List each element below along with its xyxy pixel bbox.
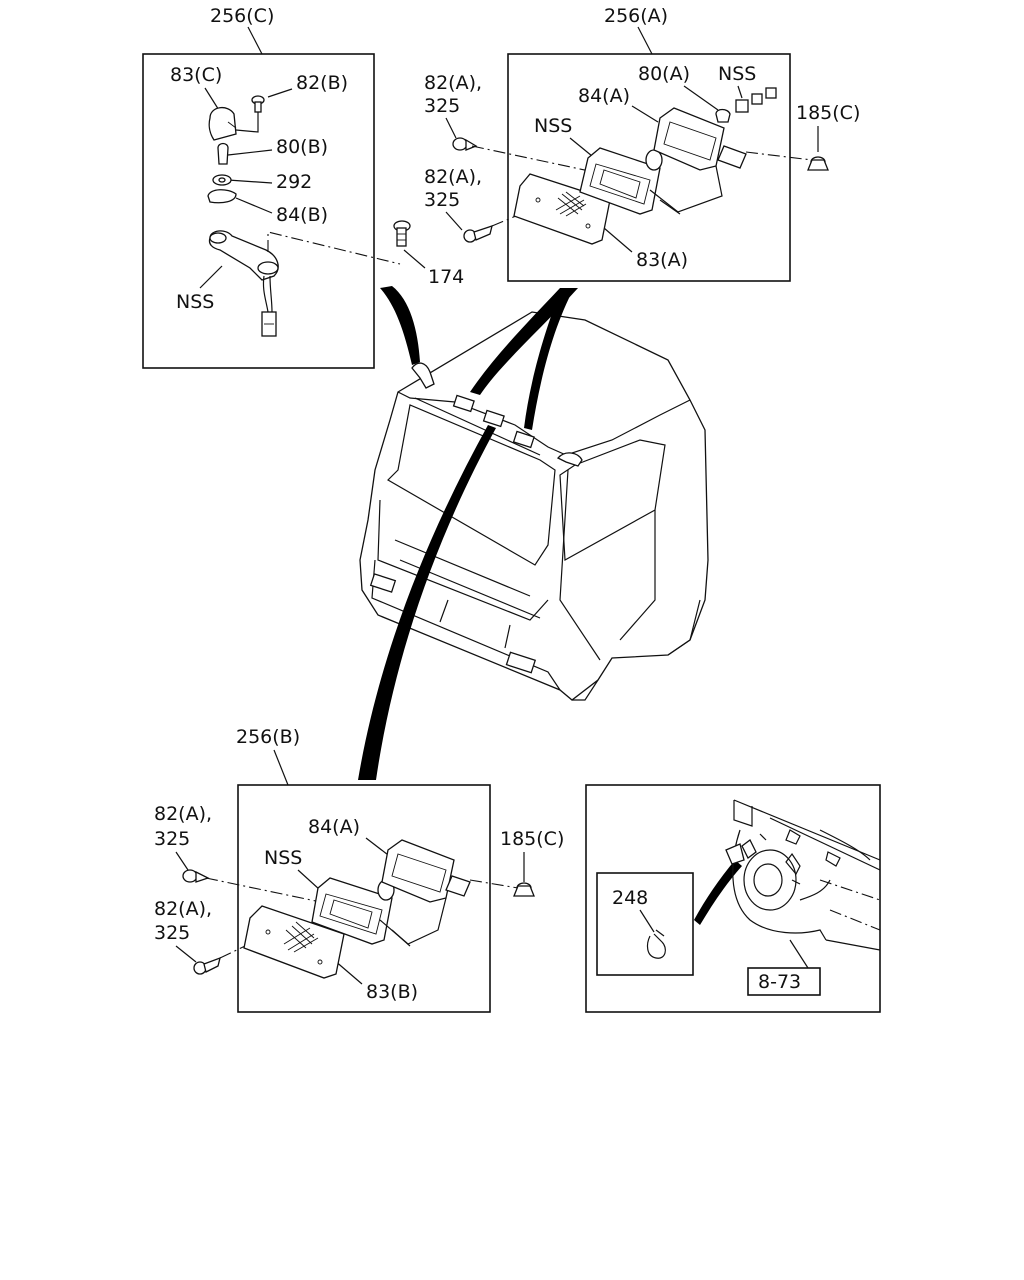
screw-82a-top-b — [182, 869, 210, 883]
callout-83c: 83(C) — [170, 64, 222, 86]
bulb-80b — [217, 142, 229, 165]
screw-82a-top — [452, 137, 478, 151]
callout-82a-top-b: 82(A), — [154, 803, 212, 825]
clamp-248 — [646, 933, 666, 959]
panel-256c: 256(C) 83(C) 82(B) 80(B) 292 84(B) NSS 1… — [142, 5, 464, 369]
callout-84b: 84(B) — [276, 204, 328, 226]
callout-82b: 82(B) — [296, 72, 348, 94]
callout-nss-c: NSS — [176, 291, 214, 313]
gasket-84a-a — [653, 107, 725, 171]
callout-nss-a2: NSS — [718, 63, 756, 85]
callout-325-top-a: 325 — [424, 95, 460, 117]
callout-83b: 83(B) — [366, 981, 418, 1003]
callout-83a: 83(A) — [636, 249, 688, 271]
callout-185c-b: 185(C) — [500, 828, 564, 850]
ref-256c-label: 256(C) — [210, 5, 274, 27]
callout-292: 292 — [276, 171, 312, 193]
gasket-84b — [207, 189, 237, 204]
callout-82a-bot-a: 82(A), — [424, 166, 482, 188]
clip-185c-b — [513, 882, 535, 897]
callout-nss-a1: NSS — [534, 115, 572, 137]
screw-82a-bottom-b — [193, 956, 221, 975]
bulb-80a — [715, 108, 731, 123]
truck-cab-illustration — [359, 311, 709, 701]
panel-256a: 256(A) 82(A), 325 82(A), 325 NSS 84(A) 8… — [424, 5, 860, 282]
callout-248: 248 — [612, 887, 648, 909]
lens-cap-83c — [208, 107, 237, 141]
leader-strokes — [358, 286, 742, 925]
bolt-174 — [393, 220, 411, 247]
lamp-housing-b — [311, 877, 393, 945]
ref-256b-label: 256(B) — [236, 726, 300, 748]
ref-256a-label: 256(A) — [604, 5, 668, 27]
clip-185c-a — [807, 156, 829, 171]
callout-nss-b: NSS — [264, 847, 302, 869]
callout-82a-bot-b: 82(A), — [154, 898, 212, 920]
screw-82b — [251, 95, 265, 113]
callout-174: 174 — [428, 266, 464, 288]
ref-8-73: 8-73 — [758, 971, 801, 993]
panel-256b: 256(B) 82(A), 325 82(A), 325 84(A) NSS 1… — [154, 726, 564, 1013]
chassis-detail — [725, 799, 881, 951]
callout-84a-b: 84(A) — [308, 816, 360, 838]
callout-84a-a: 84(A) — [578, 85, 630, 107]
screw-82a-bottom — [463, 225, 493, 243]
callout-80a: 80(A) — [638, 63, 690, 85]
callout-82a-top-a: 82(A), — [424, 72, 482, 94]
callout-185c-a: 185(C) — [796, 102, 860, 124]
callout-325-bot-a: 325 — [424, 189, 460, 211]
callout-325-top-b: 325 — [154, 828, 190, 850]
panel-detail-8-73: 248 8-73 — [585, 784, 881, 1013]
lamp-housing-a — [579, 147, 661, 215]
callout-325-bot-b: 325 — [154, 922, 190, 944]
callout-80b: 80(B) — [276, 136, 328, 158]
